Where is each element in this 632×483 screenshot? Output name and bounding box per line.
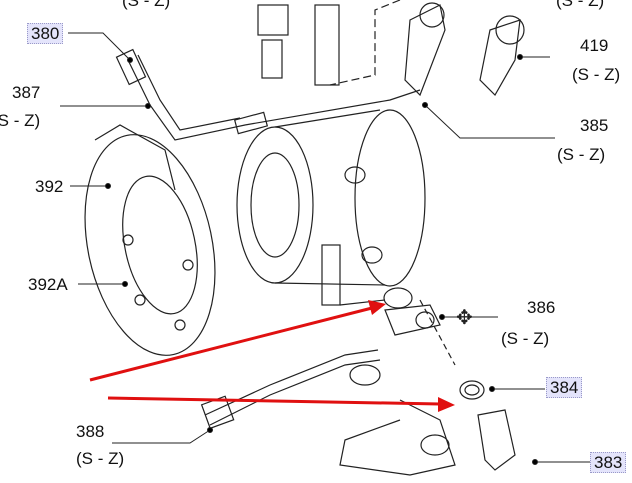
- callout-419-sub: (S - Z): [572, 65, 621, 84]
- callout-387: 387: [12, 83, 41, 102]
- callout-392A: 392A: [28, 275, 68, 294]
- callout-383[interactable]: 383: [590, 452, 627, 473]
- callout-386-sub: (S - Z): [501, 329, 550, 348]
- callout-388-sub: (S - Z): [76, 449, 125, 468]
- callout-419: 419: [580, 36, 609, 55]
- top-fittings: [257, 0, 525, 97]
- arrow-head-icon: [368, 300, 386, 315]
- arrow-to-386-washer: [89, 306, 373, 382]
- callout-392: 392: [35, 177, 64, 196]
- pipe-387: [115, 48, 421, 141]
- partial-label-top-right: (S - Z): [556, 0, 605, 10]
- callout-380[interactable]: 380: [27, 23, 64, 44]
- red-arrows: [89, 300, 455, 412]
- callout-386: 386: [527, 298, 556, 317]
- arrow-to-384-washer: [107, 396, 441, 406]
- callout-384[interactable]: 384: [546, 377, 583, 398]
- move-cursor-icon: ✥: [456, 307, 473, 329]
- lower-parts: [200, 244, 516, 476]
- callout-385: 385: [580, 116, 609, 135]
- flange-392A: [84, 124, 216, 356]
- callout-388: 388: [76, 422, 105, 441]
- pump-body: [236, 109, 426, 287]
- leader-lines: [60, 32, 590, 465]
- arrow-head-icon: [438, 397, 455, 412]
- partial-label-top-left: (S - Z): [122, 0, 171, 10]
- callout-387-sub: (S - Z): [0, 111, 41, 130]
- callout-385-sub: (S - Z): [557, 145, 606, 164]
